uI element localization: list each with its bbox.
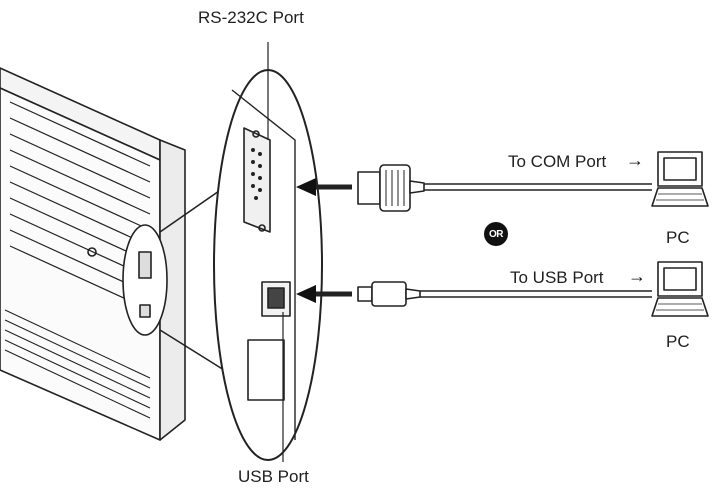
right-arrow-icon: →: [628, 266, 646, 286]
main-unit: [0, 67, 186, 441]
usb-port-label: USB Port: [238, 467, 309, 486]
pc-label-top: PC: [666, 228, 690, 247]
to-com-port-label: To COM Port: [508, 152, 607, 171]
serial-cable: [357, 164, 652, 212]
rs232c-connector: [243, 127, 271, 233]
pc-label-bottom: PC: [666, 332, 690, 351]
to-usb-port-label: To USB Port: [510, 268, 604, 287]
usb-b-connector: [261, 281, 291, 317]
or-badge: OR: [484, 222, 508, 246]
insert-arrow-com: [296, 178, 352, 196]
pc-laptop-bottom: [651, 261, 709, 317]
pc-laptop-top: [651, 151, 709, 207]
rs232c-port-label: RS-232C Port: [198, 8, 304, 27]
usb-cable: [357, 281, 652, 307]
magnified-port-view: [213, 69, 323, 461]
right-arrow-icon: →: [626, 150, 644, 170]
insert-arrow-usb: [296, 285, 352, 303]
